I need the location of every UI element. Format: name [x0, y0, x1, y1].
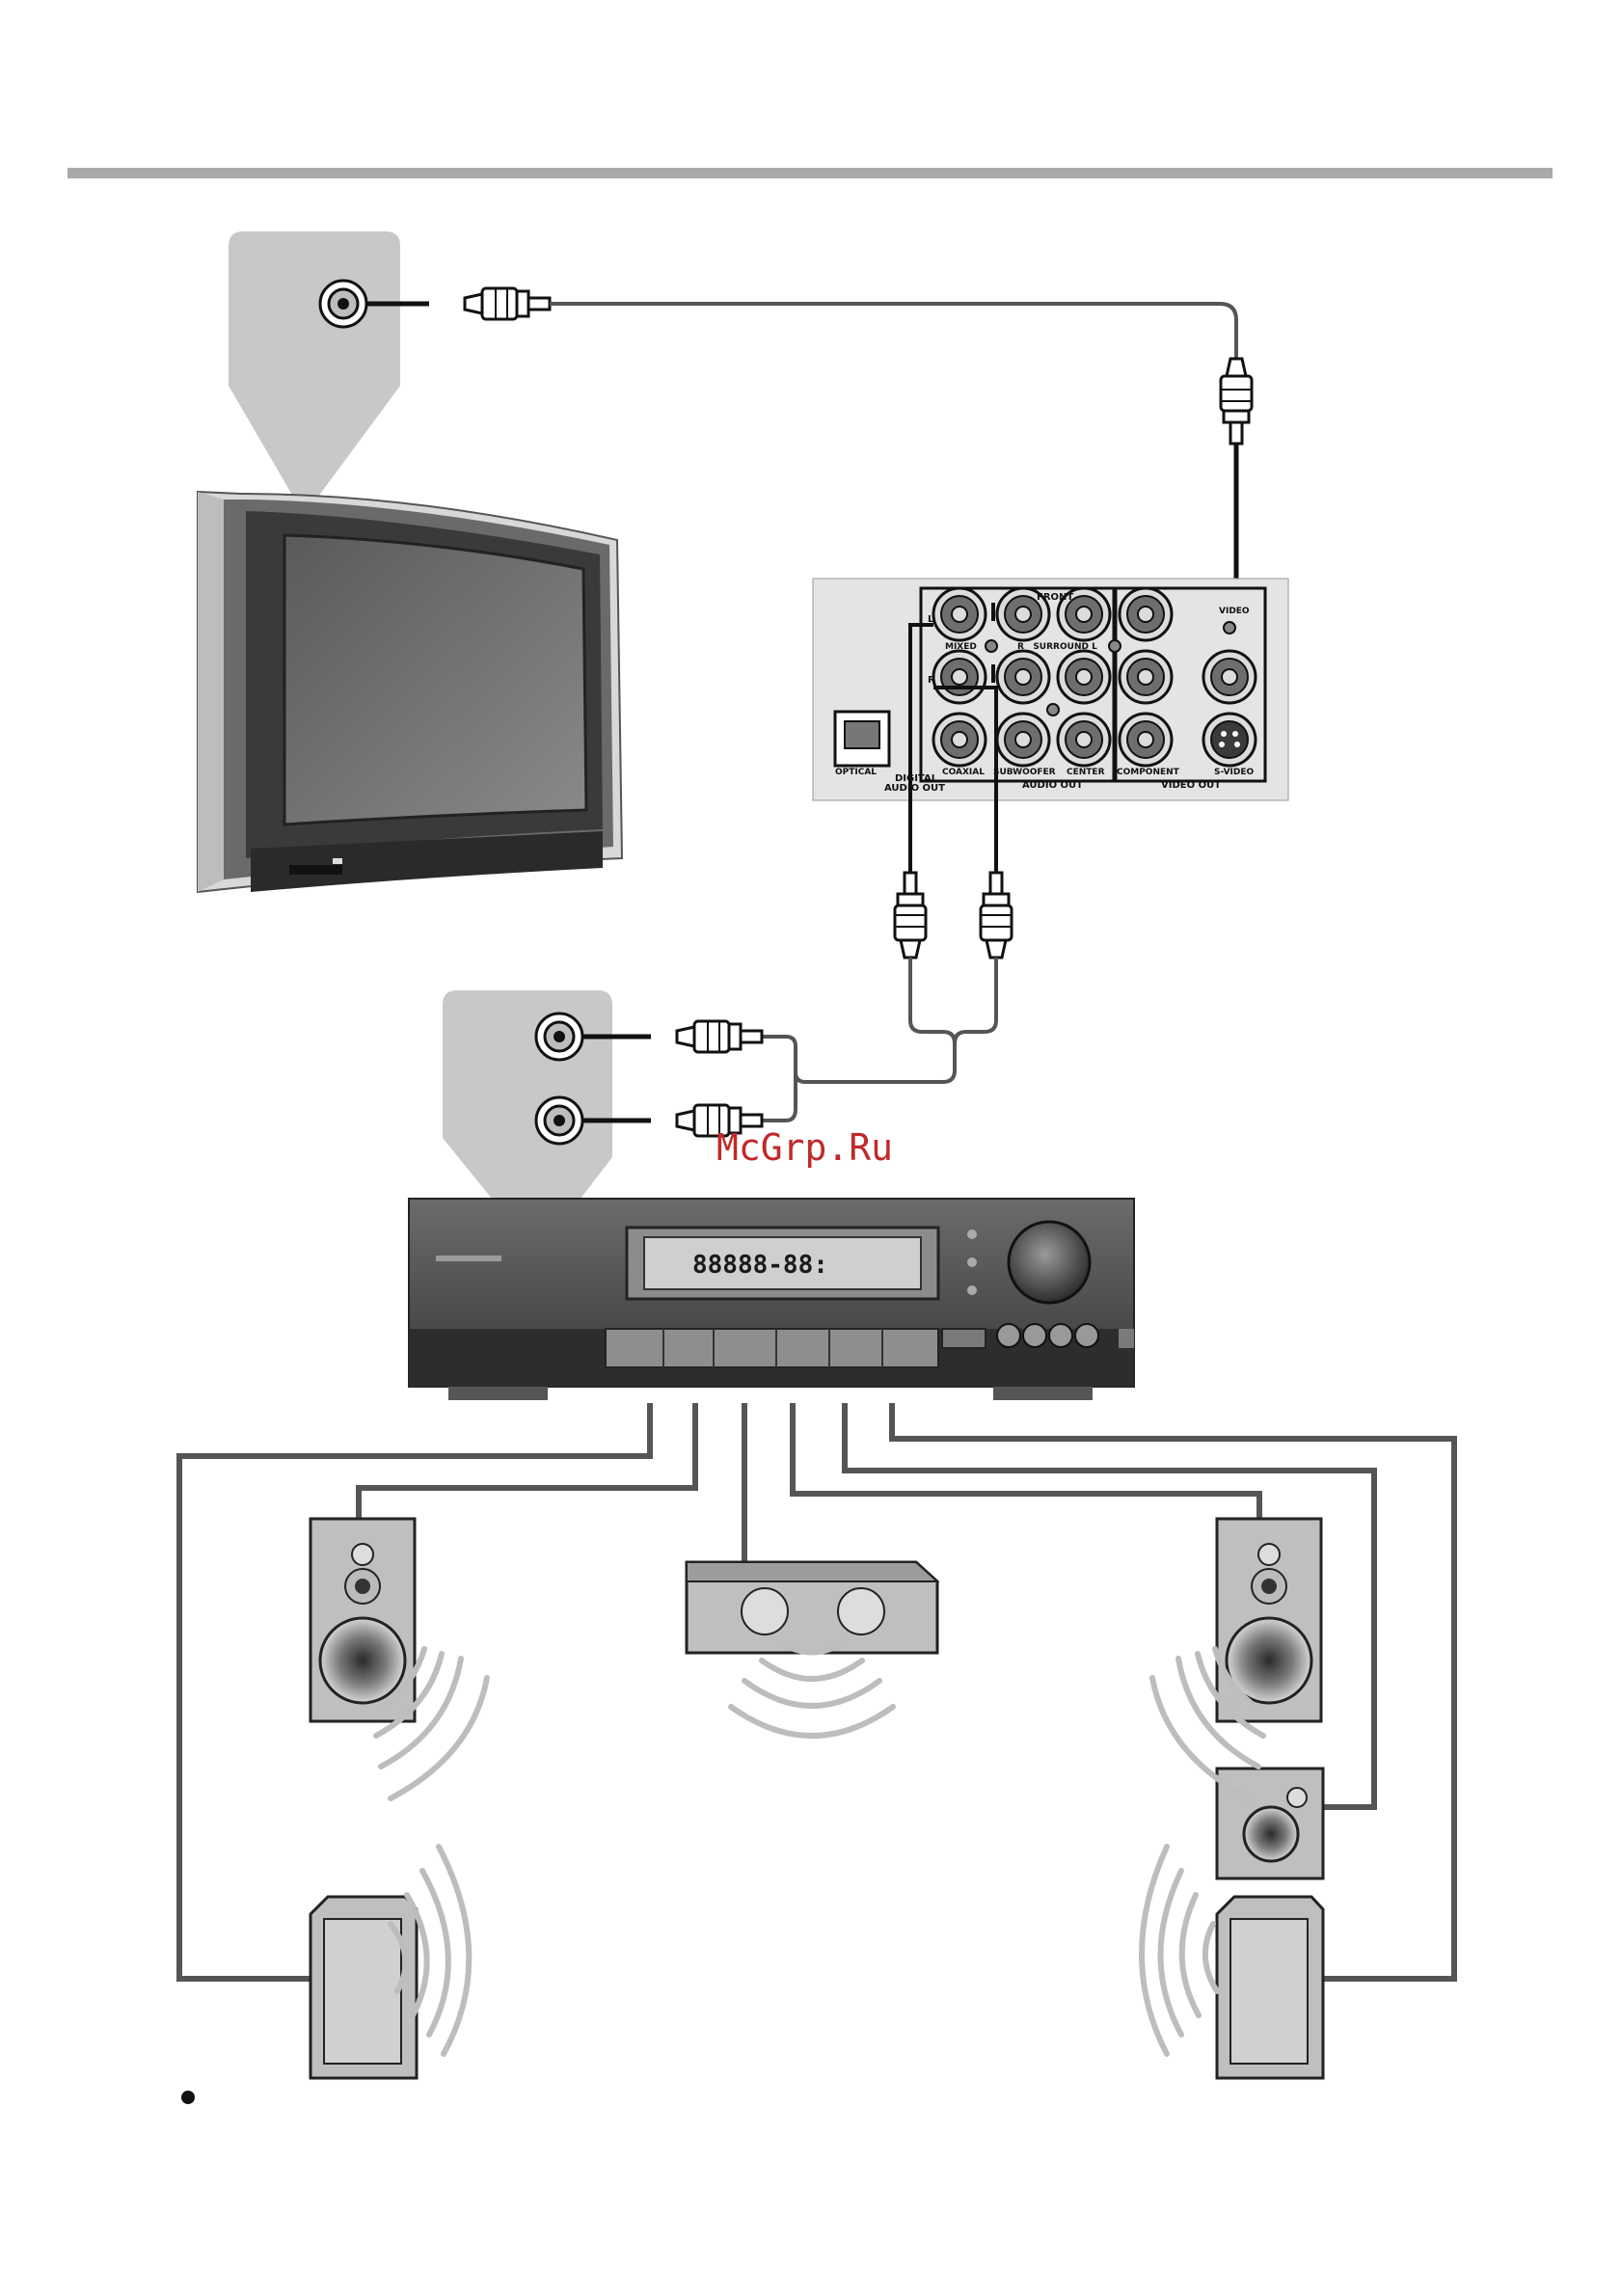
digital-audio-out-label: AUDIO OUT: [884, 783, 945, 794]
receiver-input-r-jack: [536, 1097, 582, 1144]
sound-waves: [376, 1641, 1263, 2054]
av-receiver: 88888-88:: [409, 1199, 1134, 1400]
mixed-label: MIXED: [945, 642, 977, 652]
coaxial-label: COAXIAL: [942, 768, 985, 777]
dvd-rear-panel: FRONT L R MIXED R SURROUND L VIDEO OPTIC…: [813, 579, 1288, 800]
front-right-speaker: [1217, 1519, 1321, 1721]
watermark: McGrp.Ru: [716, 1126, 893, 1169]
front-r-mixed-jack: [933, 651, 986, 703]
s-video-jack: [1203, 714, 1256, 766]
component-label: COMPONENT: [1117, 768, 1180, 777]
front-label: FRONT: [1037, 592, 1073, 603]
volume-knob: [1009, 1222, 1090, 1303]
center-label: CENTER: [1067, 768, 1105, 777]
surround-r-jack: [997, 651, 1049, 703]
subwoofer-jack: [997, 714, 1049, 766]
subwoofer-label: SUBWOOFER: [993, 768, 1056, 777]
audio-out-label: AUDIO OUT: [1022, 780, 1083, 791]
subwoofer-speaker: [1217, 1769, 1323, 1878]
video-out-jack: [1203, 651, 1256, 703]
video-label: VIDEO: [1219, 607, 1250, 616]
r-label: R: [928, 675, 935, 686]
tv-input-callout: [229, 231, 400, 497]
center-jack: [1058, 714, 1110, 766]
component-y-jack: [1120, 588, 1172, 640]
note-bullet: [181, 2091, 195, 2104]
component-pb-jack: [1120, 651, 1172, 703]
coaxial-jack: [933, 714, 986, 766]
optical-label: OPTICAL: [835, 768, 877, 777]
tv-screen: [284, 535, 586, 824]
receiver-display-text: 88888-88:: [692, 1251, 828, 1280]
header-rule: [68, 168, 1553, 178]
front-l-mixed-jack: [933, 588, 986, 640]
s-video-label: S-VIDEO: [1214, 768, 1254, 777]
receiver-input-callout: [443, 990, 762, 1199]
surround-label: R SURROUND L: [1017, 642, 1097, 652]
receiver-input-l-jack: [536, 1013, 582, 1060]
surround-right-speaker: [1217, 1897, 1323, 2078]
video-out-label: VIDEO OUT: [1161, 780, 1221, 791]
center-speaker: [687, 1562, 937, 1653]
surround-jack-2: [1058, 651, 1110, 703]
television: [198, 492, 622, 892]
optical-jack: [835, 712, 889, 766]
tv-video-input-jack: [320, 281, 366, 327]
component-pr-jack: [1120, 714, 1172, 766]
